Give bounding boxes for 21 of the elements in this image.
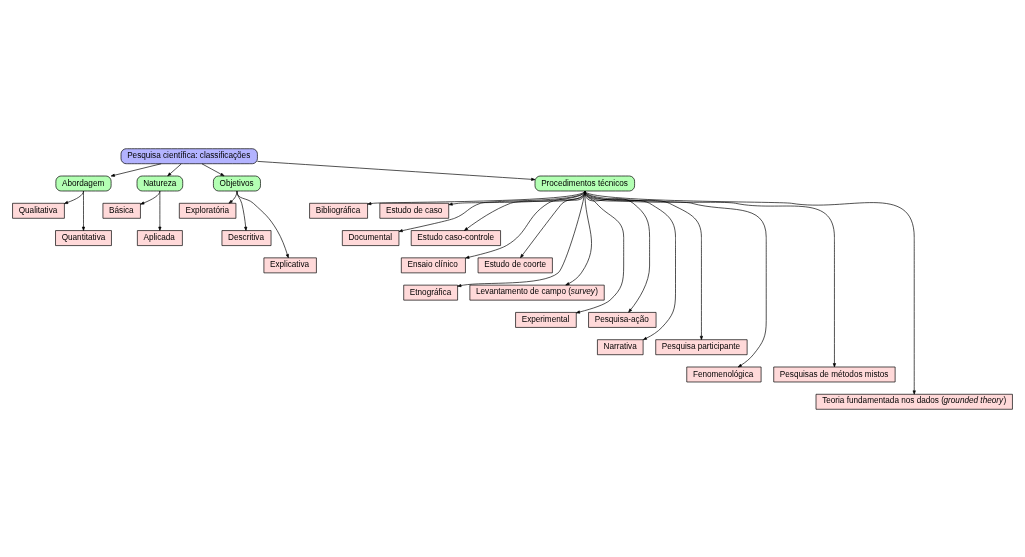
arrow [228,190,238,203]
arrow [584,190,767,367]
arrow [236,190,289,258]
arrow [167,163,182,176]
arrow [584,190,676,340]
arrow [584,190,703,340]
arrow [257,160,536,181]
arrow [64,190,84,204]
arrow [464,190,586,231]
arrow [367,190,586,205]
arrow [457,190,586,287]
arrow [398,190,586,232]
arrow [584,190,836,367]
arrow [584,190,916,395]
arrow [465,190,586,259]
arrow [81,190,86,231]
arrow [110,162,162,177]
arrow [158,190,162,231]
arrow [140,190,161,205]
arrow [584,190,650,313]
arrow [201,163,225,176]
